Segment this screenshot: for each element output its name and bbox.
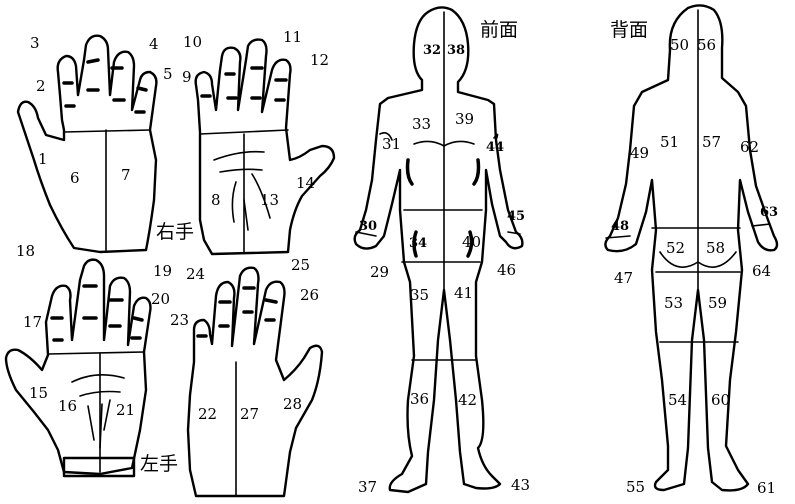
region-label-62: 62 xyxy=(740,138,759,156)
hand-bottom-right xyxy=(186,266,324,498)
region-label-58: 58 xyxy=(706,239,725,257)
region-label-48: 48 xyxy=(611,219,629,234)
region-label-19: 19 xyxy=(153,262,172,280)
region-label-55: 55 xyxy=(626,478,645,496)
region-label-27: 27 xyxy=(240,405,259,423)
region-label-64: 64 xyxy=(752,262,771,280)
region-label-54: 54 xyxy=(668,391,687,409)
region-label-1: 1 xyxy=(38,150,48,168)
region-label-45: 45 xyxy=(507,209,525,224)
region-labels: 1 2 3 4 5 6 7 8 9 10 11 12 13 14 15 16 1… xyxy=(16,28,778,497)
region-label-18: 18 xyxy=(16,242,35,260)
region-label-5: 5 xyxy=(163,65,173,83)
region-label-21: 21 xyxy=(116,401,135,419)
region-label-26: 26 xyxy=(300,286,319,304)
region-label-8: 8 xyxy=(211,191,221,209)
region-label-44: 44 xyxy=(486,140,504,155)
region-label-6: 6 xyxy=(70,169,80,187)
region-label-47: 47 xyxy=(614,269,633,287)
hand-top-left xyxy=(16,34,158,254)
region-label-42: 42 xyxy=(458,391,477,409)
region-label-9: 9 xyxy=(182,68,192,86)
region-label-37: 37 xyxy=(358,478,377,496)
region-label-32: 32 xyxy=(423,43,441,58)
region-label-10: 10 xyxy=(183,33,202,51)
region-label-11: 11 xyxy=(283,28,302,46)
region-label-13: 13 xyxy=(260,191,279,209)
region-label-15: 15 xyxy=(29,384,48,402)
region-label-31: 31 xyxy=(382,135,401,153)
region-label-23: 23 xyxy=(170,311,189,329)
region-label-3: 3 xyxy=(30,34,40,52)
region-label-46: 46 xyxy=(497,261,516,279)
region-label-53: 53 xyxy=(664,294,683,312)
hand-bottom-left xyxy=(4,258,152,478)
region-label-7: 7 xyxy=(121,166,131,184)
region-label-59: 59 xyxy=(708,294,727,312)
region-label-40: 40 xyxy=(462,233,481,251)
region-label-34: 34 xyxy=(409,236,427,251)
region-label-38: 38 xyxy=(447,43,465,58)
body-back xyxy=(604,4,779,492)
region-label-41: 41 xyxy=(454,284,473,302)
region-label-63: 63 xyxy=(760,205,778,220)
region-label-16: 16 xyxy=(58,397,77,415)
region-label-12: 12 xyxy=(310,51,329,69)
region-label-17: 17 xyxy=(23,313,42,331)
region-label-61: 61 xyxy=(757,479,776,497)
region-label-49: 49 xyxy=(630,144,649,162)
region-label-30: 30 xyxy=(359,219,377,234)
region-label-22: 22 xyxy=(198,405,217,423)
region-label-35: 35 xyxy=(410,286,429,304)
region-label-43: 43 xyxy=(511,476,530,494)
region-label-51: 51 xyxy=(660,133,679,151)
caption-front: 前面 xyxy=(480,19,518,41)
region-label-29: 29 xyxy=(370,263,389,281)
region-label-28: 28 xyxy=(283,395,302,413)
region-label-14: 14 xyxy=(296,174,315,192)
region-label-25: 25 xyxy=(291,256,310,274)
region-label-33: 33 xyxy=(412,115,431,133)
caption-left-hand: 左手 xyxy=(140,453,178,475)
region-label-4: 4 xyxy=(149,35,159,53)
region-label-39: 39 xyxy=(455,110,474,128)
region-label-50: 50 xyxy=(670,36,689,54)
region-label-57: 57 xyxy=(702,133,721,151)
body-front xyxy=(353,6,524,494)
region-label-36: 36 xyxy=(410,390,429,408)
caption-back: 背面 xyxy=(610,19,648,41)
region-label-52: 52 xyxy=(666,239,685,257)
region-label-2: 2 xyxy=(36,77,46,95)
region-label-60: 60 xyxy=(711,391,730,409)
region-label-20: 20 xyxy=(151,290,170,308)
region-label-24: 24 xyxy=(186,265,205,283)
region-label-56: 56 xyxy=(697,36,716,54)
hand-top-right xyxy=(194,38,336,256)
caption-right-hand: 右手 xyxy=(156,221,194,243)
